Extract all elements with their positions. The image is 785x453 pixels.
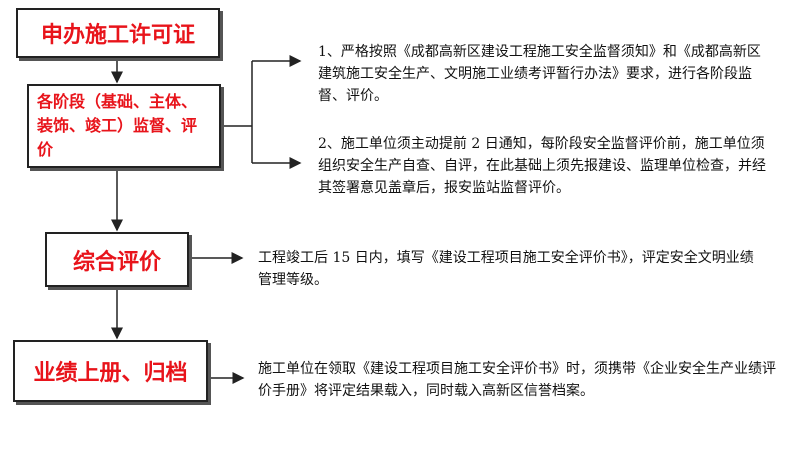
step-label: 各阶段（基础、主体、装饰、竣工）监督、评价	[37, 92, 198, 159]
step-label: 业绩上册、归档	[33, 361, 188, 386]
note-archive: 施工单位在领取《建设工程项目施工安全评价书》时，须携带《企业安全生产业绩评价手册…	[258, 361, 776, 399]
step-apply-permit: 申办施工许可证	[16, 8, 220, 58]
note-evaluation: 工程竣工后 15 日内，填写《建设工程项目施工安全评价书》，评定安全文明业绩管理…	[258, 250, 754, 288]
note-stage-1: 1、严格按照《成都高新区建设工程施工安全监督须知》和《成都高新区建筑施工安全生产…	[318, 44, 761, 104]
step-stage-supervision: 各阶段（基础、主体、装饰、竣工）监督、评价	[27, 84, 221, 168]
step-label: 申办施工许可证	[40, 23, 195, 48]
step-comprehensive-evaluation: 综合评价	[45, 232, 189, 287]
note-stage-2: 2、施工单位须主动提前 2 日通知，每阶段安全监督评价前，施工单位须组织安全生产…	[318, 136, 766, 196]
step-label: 综合评价	[72, 249, 161, 275]
step-archive: 业绩上册、归档	[13, 340, 208, 402]
